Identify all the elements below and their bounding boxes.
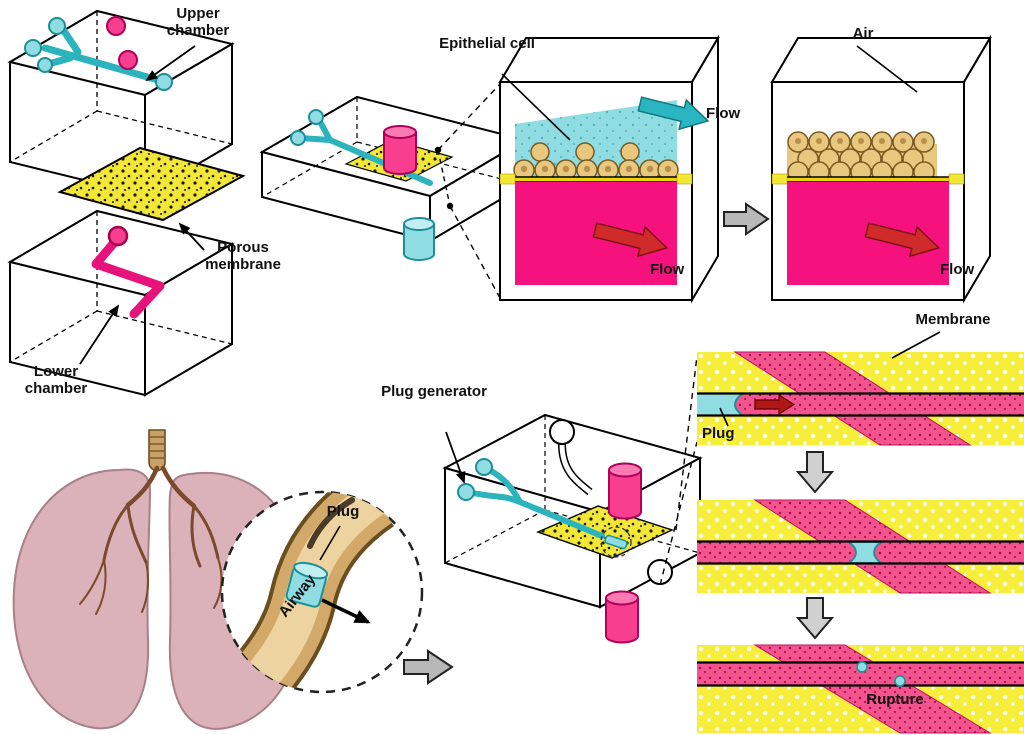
membrane-label: Membrane [915,311,991,328]
plug-motion-arrow [754,393,796,416]
step-arrow-right [403,649,454,685]
generated-plug [604,534,628,550]
outlet-cylinder-cyan [403,217,435,261]
plug-generator-label: Plug generator [381,383,487,400]
epithelial-cells-air [787,131,935,183]
step-arrow-down [795,597,835,640]
epithelial-cell-leader [501,73,571,141]
plug-inset-leader [319,525,341,561]
plug-panel-2 [697,499,1024,594]
open-reservoir [549,419,575,445]
membrane-band [515,177,677,182]
lower-chamber-leader [79,304,120,365]
plug-leader [719,407,729,427]
upper-slab-port [118,50,138,70]
cross-section-liquid [498,34,720,304]
flow-arrow-cyan [637,96,710,131]
upper-slab-port [106,16,126,36]
membrane-leader [891,331,941,359]
cross-section-air [770,34,992,304]
exploded-device-diagram [7,9,246,397]
air-label: Air [852,25,874,42]
plug-motion-arrow [321,598,371,624]
porous-membrane-leader [178,222,205,251]
upper-chamber-label: Upper chamber [166,5,230,39]
left-lung [12,468,152,730]
porous-membrane-sheet [57,146,246,222]
open-reservoir [647,559,673,585]
rupture-label: Rupture [866,691,924,708]
lower-channel [91,233,165,319]
ruptured-droplet [856,661,868,673]
porous-membrane-label: Porous membrane [205,239,281,273]
plug-inset-label: Plug [326,503,360,520]
plug-panel-3 [697,644,1024,734]
air-leader [856,45,918,93]
plug-generator-leader [445,431,466,484]
assembled-device-diagram [259,83,528,299]
step-arrow-down [795,451,835,494]
flow-right-label: Flow [940,261,975,278]
plug-liquid [697,394,742,415]
inlet-cylinder-pink [608,462,642,520]
plug-channel-label: Plug [702,425,735,442]
outlet-cylinder-pink [605,590,639,644]
flow-upper-label: Flow [706,105,741,122]
flow-arrow-red [592,222,669,258]
inlet-cylinder-pink [383,125,417,175]
plug-panel-1 [697,351,1024,446]
airway-plug [285,561,329,608]
epithelial-cell-label: Epithelial cell [439,35,535,52]
upper-chamber-leader [145,45,196,82]
flow-arrow-red [864,222,941,258]
flow-lower-label: Flow [650,261,685,278]
lower-chamber-slab [7,209,235,397]
step-arrow-right [723,202,770,236]
airway-inset [220,490,424,694]
lower-chamber-label: Lower chamber [24,363,88,397]
bronchial-tree [79,465,223,615]
ruptured-droplet [894,675,906,687]
plug-generator-device [442,355,703,644]
